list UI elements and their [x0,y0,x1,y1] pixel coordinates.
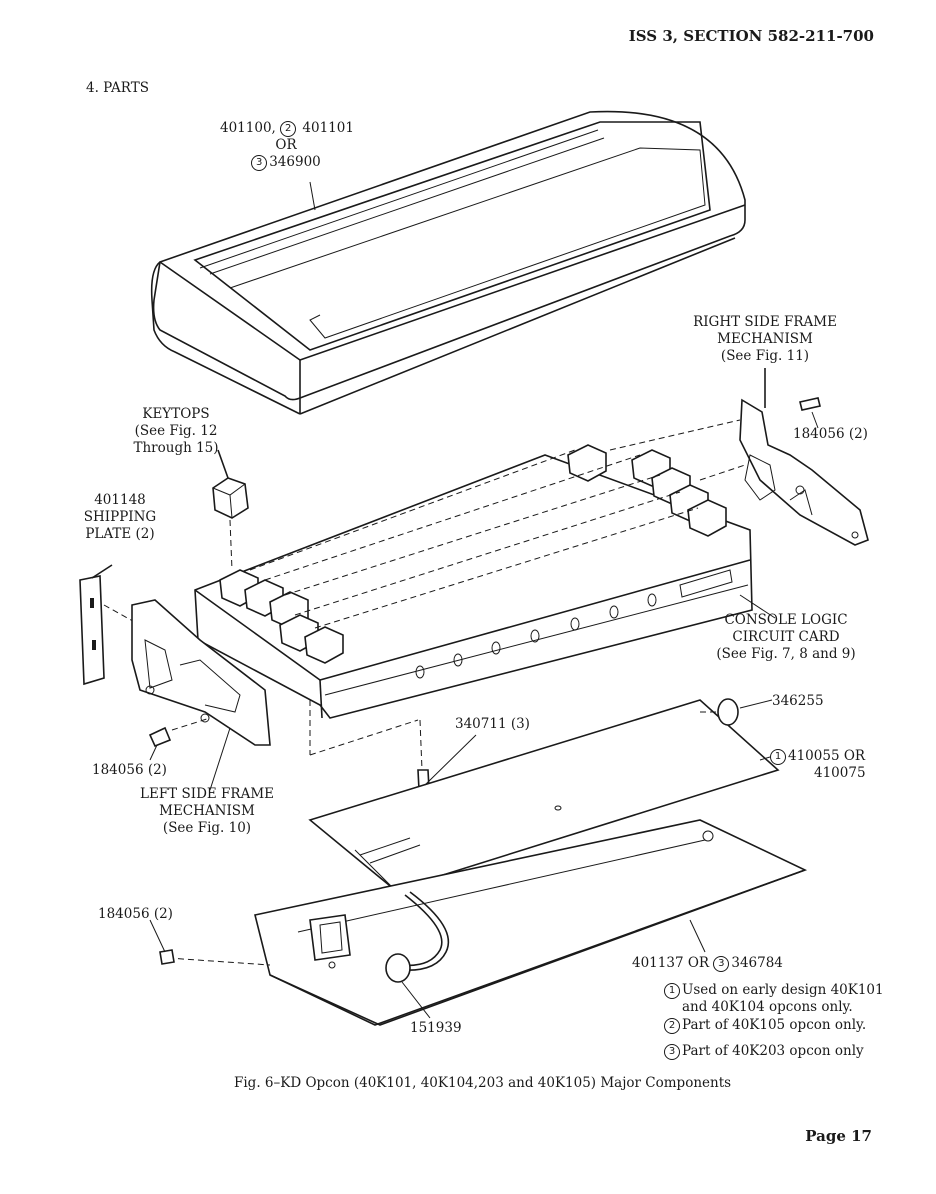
callout-cover-or: OR [275,137,297,153]
note-marker-3: 3 [664,1044,680,1060]
callout-shipping-plate: 401148 SHIPPING PLATE (2) [83,492,157,542]
callout-cover-part-a: 401100, [220,120,281,136]
cover-drawing [150,110,746,415]
callout-cover-part-b: 401101 [298,120,354,136]
callout-cable: 151939 [410,1020,462,1036]
callout-left-frame: LEFT SIDE FRAME MECHANISM (See Fig. 10) [140,786,274,836]
note-marker-1: 1 [664,983,680,999]
right-side-frame-drawing [739,368,869,546]
leader-lines [149,181,819,1019]
callout-keytops: KEYTOPS (See Fig. 12 Through 15) [133,406,219,456]
callout-knob: 346255 [772,693,824,709]
note-marker-3: 3 [713,956,730,972]
callout-cover-part-c: 346900 [269,154,321,170]
callout-standoff: 340711 (3) [455,716,530,732]
base-plate-drawing [159,819,808,1026]
left-side-frame-drawing [79,564,271,748]
callout-logic-card: CONSOLE LOGIC CIRCUIT CARD (See Fig. 7, … [716,612,856,662]
callout-screw-right: 184056 (2) [793,426,868,442]
callout-screw-bottom: 184056 (2) [98,906,173,922]
keytop-drawing [212,449,249,519]
figure-caption: Fig. 6–KD Opcon (40K101, 40K104,203 and … [234,1075,732,1091]
callout-screw-left: 184056 (2) [92,762,167,778]
note-marker-2: 2 [280,121,297,137]
note-marker-1: 1 [770,749,786,765]
section-header: ISS 3, SECTION 582-211-700 [628,27,874,45]
page-number: Page 17 [805,1127,872,1145]
section-title: 4. PARTS [86,80,149,96]
note-marker-2: 2 [664,1018,680,1034]
note-marker-3: 3 [251,155,268,171]
keyboard-chassis-drawing [194,419,753,756]
logic-card-drawing [308,698,780,901]
callout-right-frame: RIGHT SIDE FRAME MECHANISM (See Fig. 11) [693,314,837,364]
